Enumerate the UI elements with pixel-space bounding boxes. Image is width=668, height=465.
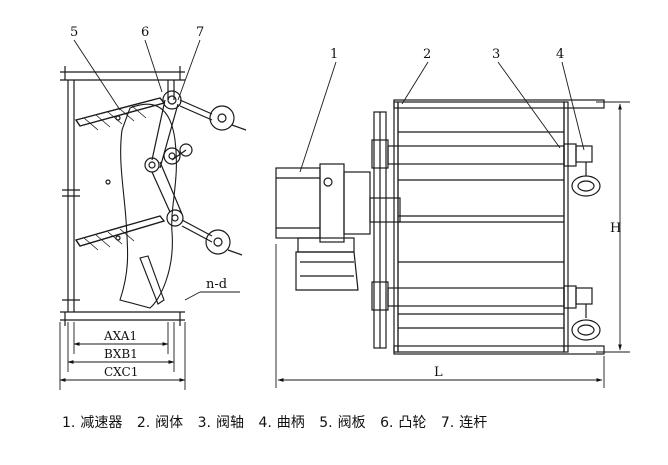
legend-item: 6.凸轮 [380, 415, 427, 431]
callout-5: 5 [70, 25, 78, 40]
legend-item: 3.阀轴 [197, 415, 244, 431]
front-view-dimensions [275, 101, 630, 388]
callout-2: 2 [423, 47, 431, 62]
dim-cxc1: CXC1 [104, 365, 138, 379]
dim-l: L [434, 365, 443, 380]
side-view-leaders [73, 39, 240, 301]
legend-item: 5.阀板 [319, 415, 366, 431]
callout-7: 7 [196, 25, 204, 40]
front-view [275, 99, 605, 355]
side-view-dimensions [59, 322, 186, 390]
legend-item: 4.曲柄 [258, 415, 305, 431]
front-view-leaders [299, 61, 585, 173]
dim-bxb1: BXB1 [104, 347, 138, 361]
callout-1: 1 [330, 47, 338, 62]
side-view [60, 66, 247, 326]
hole-label: n-d [206, 277, 227, 292]
callout-6: 6 [141, 25, 149, 40]
callout-3: 3 [492, 47, 500, 62]
dim-h: H [610, 221, 621, 236]
dim-axa1: AXA1 [103, 329, 137, 343]
legend-item: 2.阀体 [136, 415, 184, 431]
legend-item: 1.减速器 [62, 415, 123, 431]
parts-legend: 1.减速器 2.阀体 3.阀轴 4.曲柄 5.阀板 6.凸轮 7.连杆 [62, 412, 497, 432]
callout-4: 4 [556, 47, 564, 62]
legend-item: 7.连杆 [440, 415, 488, 431]
